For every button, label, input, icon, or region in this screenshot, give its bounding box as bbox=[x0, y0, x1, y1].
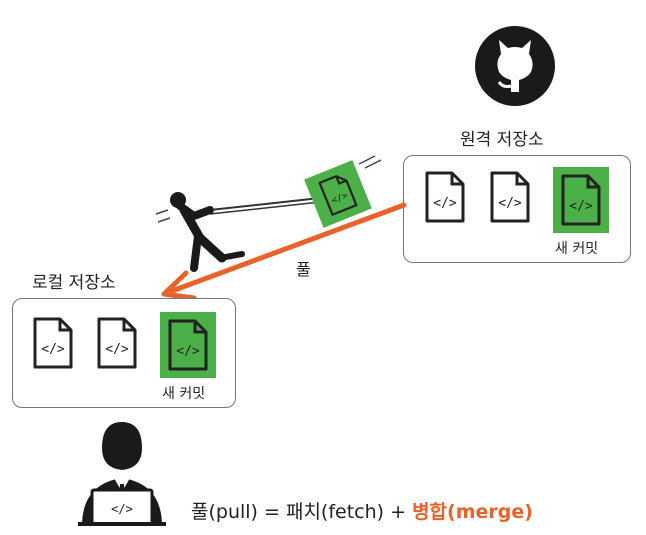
code-file-icon: </> bbox=[33, 317, 73, 369]
svg-text:</>: </> bbox=[111, 502, 133, 516]
new-commit-file-icon: </> bbox=[168, 319, 208, 371]
motion-lines-icon bbox=[358, 155, 382, 169]
formula-pull-fetch: 풀(pull) = 패치(fetch) + bbox=[191, 501, 413, 523]
pulled-commit: </> bbox=[304, 160, 372, 228]
svg-text:</>: </> bbox=[176, 344, 200, 359]
code-file-icon: </> bbox=[425, 171, 465, 223]
svg-text:</>: </> bbox=[498, 196, 522, 211]
remote-repo-title: 원격 저장소 bbox=[460, 130, 544, 150]
code-file-icon: </> bbox=[490, 171, 530, 223]
formula-merge: 병합(merge) bbox=[412, 501, 533, 523]
svg-text:</>: </> bbox=[569, 199, 593, 214]
svg-text:</>: </> bbox=[105, 342, 129, 357]
local-new-commit-label: 새 커밋 bbox=[162, 386, 206, 402]
pull-arrow-label: 풀 bbox=[296, 260, 311, 279]
code-file-icon: </> bbox=[97, 317, 137, 369]
code-file-icon: </> bbox=[318, 175, 358, 216]
remote-new-commit-label: 새 커밋 bbox=[555, 241, 599, 257]
pull-arrow bbox=[161, 202, 407, 301]
person-pulling-icon bbox=[155, 192, 321, 272]
svg-text:</>: </> bbox=[433, 196, 457, 211]
developer-icon: </> bbox=[78, 422, 166, 526]
pull-formula: 풀(pull) = 패치(fetch) + 병합(merge) bbox=[191, 497, 533, 524]
github-icon bbox=[475, 26, 555, 106]
new-commit-file-icon: </> bbox=[561, 174, 601, 226]
svg-text:</>: </> bbox=[41, 342, 65, 357]
local-repo-title: 로컬 저장소 bbox=[32, 273, 116, 293]
